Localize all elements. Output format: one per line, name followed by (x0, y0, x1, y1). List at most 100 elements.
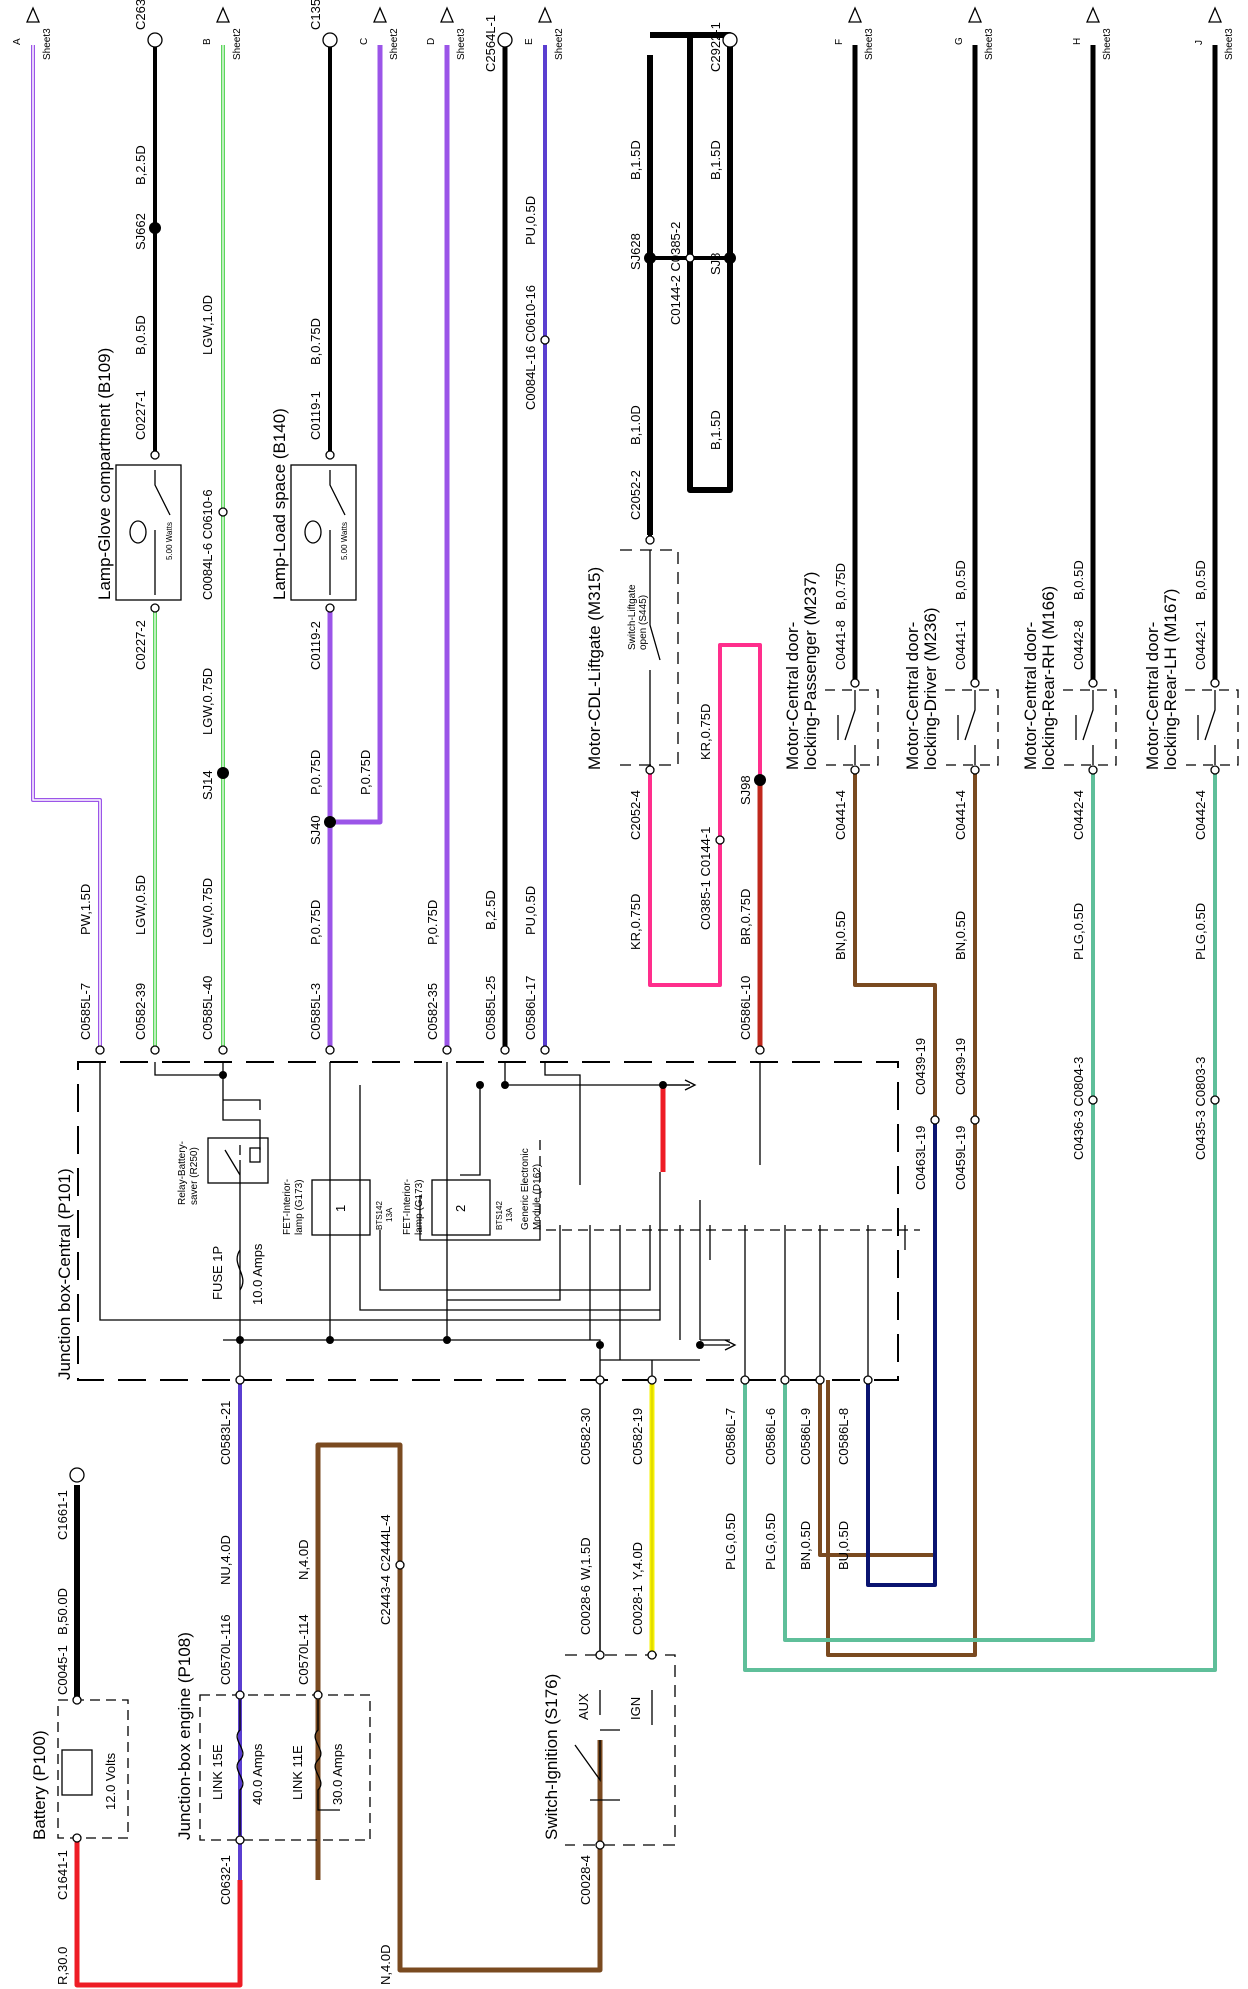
conn-c2564: C2564L-1 (483, 15, 498, 72)
conn-c2052-2: C2052-2 (628, 470, 643, 520)
sheet-e: E (524, 38, 535, 45)
pin (930, 1115, 940, 1125)
pin (715, 835, 725, 845)
glove-bulb (129, 520, 147, 544)
conn-c0585-40: C0585L-40 (200, 976, 215, 1040)
conn-c0586-8: C0586L-8 (836, 1408, 851, 1465)
pin (325, 603, 335, 613)
junction-box-central (77, 1061, 906, 1381)
wires (31, 32, 1218, 1988)
sheet-d-ref: Sheet3 (456, 28, 467, 60)
wire-spec: BN,0.5D (798, 1521, 813, 1570)
wire-spec: KR,0.75D (628, 894, 643, 950)
pin (325, 1045, 335, 1055)
arrow-j (1208, 6, 1222, 23)
glove-switch (154, 470, 171, 595)
pin (1210, 678, 1220, 688)
component-boxes (57, 464, 1239, 1846)
pin (970, 1115, 980, 1125)
title-mdrv-1: Motor-Central door- (903, 622, 922, 770)
pin (395, 1560, 405, 1570)
node (696, 1341, 704, 1349)
title-mdrv-2: locking-Driver (M236) (921, 608, 940, 770)
conn-c0585-3: C0585L-3 (308, 983, 323, 1040)
title-ignition: Switch-Ignition (S176) (542, 1674, 561, 1840)
conn-c0442-4b: C0442-4 (1193, 790, 1208, 840)
connector-symbols (69, 32, 1220, 1850)
relay-box (207, 1137, 269, 1184)
pin (647, 1375, 657, 1385)
conn-c0385-2: C0144-2 C0385-2 (668, 222, 683, 325)
wire-spec: P,0.75D (358, 750, 373, 795)
wire-spec: NU,4.0D (218, 1535, 233, 1585)
wire-spec: N,4.0D (378, 1945, 393, 1985)
pin (218, 507, 228, 517)
pin (150, 1045, 160, 1055)
title-link11-amps: 30.0 Amps (330, 1743, 345, 1805)
title-battery-volts: 12.0 Volts (103, 1752, 118, 1810)
title-aux: AUX (576, 1693, 591, 1720)
splice-sj628 (644, 252, 656, 264)
conn-c0119-1: C0119-1 (308, 391, 323, 440)
title-fet2-b: lamp (G173) (414, 1179, 425, 1235)
conn-c2052-4: C2052-4 (628, 790, 643, 840)
node (596, 1341, 604, 1349)
load-bulb (304, 520, 322, 544)
conn-c0586-9: C0586L-9 (798, 1408, 813, 1465)
motor-lh-box (1185, 689, 1239, 766)
wire-spec: B,1.5D (628, 140, 643, 180)
node (443, 1336, 451, 1344)
conn-c0803: C0435-3 C0803-3 (1193, 1057, 1208, 1160)
wire-b-loop (647, 32, 733, 535)
splice-label-sj98: SJ98 (738, 775, 753, 805)
conn-c0610-16: C0084L-16 C0610-16 (523, 285, 538, 410)
title-ign: IGN (628, 1697, 643, 1720)
splice-label-sj8: SJ8 (708, 253, 723, 275)
wire-spec: N,4.0D (296, 1540, 311, 1580)
wire-spec: B,0.75D (833, 563, 848, 610)
pin (645, 765, 655, 775)
conn-c0439a: C0439-19 (913, 1038, 928, 1095)
conn-c0119-2: C0119-2 (308, 621, 323, 670)
conn-c0227-2: C0227-2 (133, 620, 148, 670)
wire-spec: BR,0.75D (738, 889, 753, 945)
fet1-bts: BTS142 (375, 1201, 384, 1230)
wire-p-load (327, 45, 383, 1050)
title-glove: Lamp-Glove compartment (B109) (95, 348, 114, 600)
fet2-bts: BTS142 (495, 1201, 504, 1230)
wire-plg-rh (783, 770, 1095, 1642)
pin (595, 1650, 605, 1660)
conn-c0441-4a: C0441-4 (833, 790, 848, 840)
pin (850, 678, 860, 688)
fet1-amps: 13A (385, 1207, 394, 1222)
sheet-a-ref: Sheet3 (42, 28, 53, 60)
splice-dots (149, 222, 766, 1349)
wire-spec: BN,0.5D (833, 911, 848, 960)
wire-spec: PLG,0.5D (763, 1513, 778, 1570)
wire-spec: Y,4.0D (630, 1542, 645, 1580)
battery-cell (61, 1749, 93, 1796)
wire-spec: LGW,0.5D (133, 875, 148, 935)
arrow-d (440, 6, 454, 23)
title-load: Lamp-Load space (B140) (270, 408, 289, 600)
arrow-g (968, 6, 982, 23)
pin (1088, 678, 1098, 688)
wire-bu (866, 1120, 937, 1587)
liftgate-switch (649, 550, 661, 765)
liftgate-box (620, 549, 679, 766)
glove-lamp-box (115, 464, 182, 601)
sheet-f-ref: Sheet3 (864, 28, 875, 60)
ign-box (565, 1654, 676, 1846)
node (236, 1336, 244, 1344)
arrow-a (26, 6, 40, 23)
arrow-c (373, 6, 387, 23)
pin (595, 1375, 605, 1385)
conn-c0585-25: C0585L-25 (483, 976, 498, 1040)
sheet-d: D (426, 38, 437, 45)
sheet-g: G (954, 37, 965, 45)
conn-c0582-39: C0582-39 (133, 983, 148, 1040)
link11-fuse (314, 1700, 340, 1811)
motor-drv-sw (957, 690, 976, 765)
sheet-b: B (202, 38, 213, 45)
pin (325, 450, 335, 460)
